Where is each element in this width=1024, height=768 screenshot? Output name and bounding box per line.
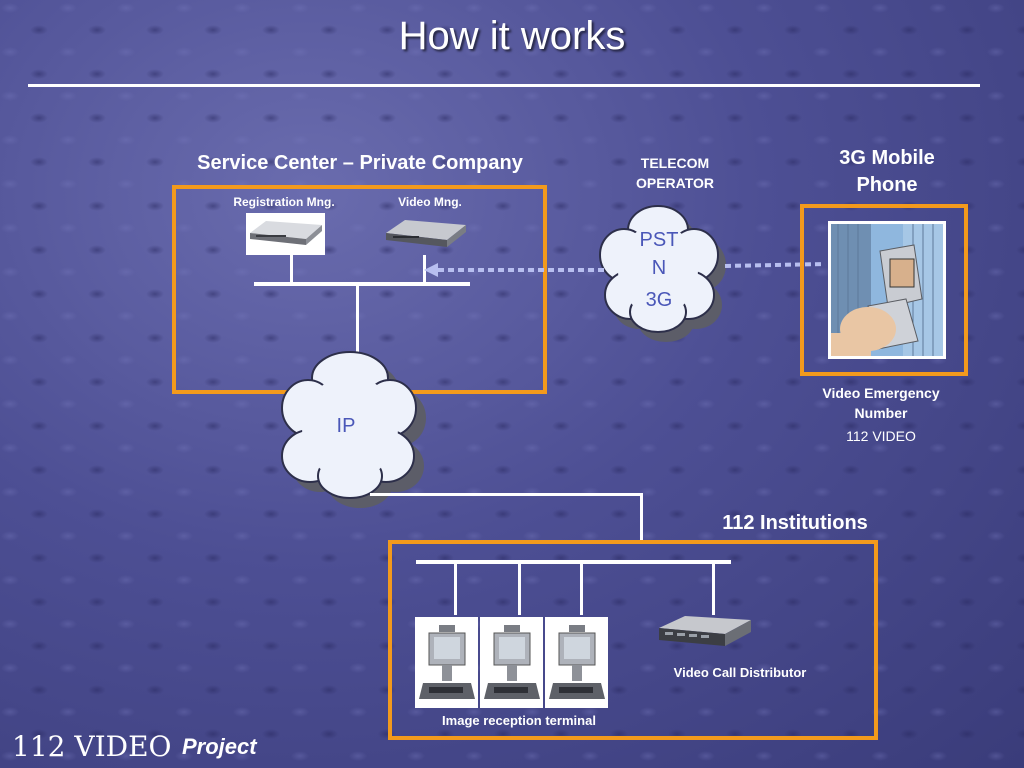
ip-cloud — [281, 351, 426, 508]
slide-title: How it works — [398, 14, 626, 58]
reception-terminal-2 — [480, 617, 543, 708]
distributor-drop-line — [712, 563, 715, 615]
pstn-cloud — [599, 205, 726, 342]
ip-to-institutions-horizontal — [370, 493, 642, 496]
pstn-label-line2: N — [651, 257, 667, 279]
video-emergency-number-label: Video Emergency Number — [822, 385, 940, 421]
institutions-heading: 112 Institutions — [722, 512, 868, 534]
video-emergency-number-value: 112 VIDEO — [846, 428, 916, 444]
mobile-phone-heading: 3G Mobile Phone — [839, 147, 935, 196]
video-server-image — [383, 213, 468, 255]
footer-project: Project — [182, 734, 257, 759]
institutions-bus — [416, 560, 731, 564]
video-call-distributor-image — [655, 610, 755, 652]
ip-to-institutions-vertical — [640, 493, 643, 543]
service-center-heading: Service Center – Private Company — [197, 152, 523, 174]
mobile-phone-box — [800, 204, 968, 376]
telecom-operator-heading: TELECOM OPERATOR — [635, 155, 715, 191]
dashed-link-phone-to-video — [424, 262, 826, 277]
footer-brand: 112 VIDEO — [12, 730, 172, 763]
terminal-drop-line-1 — [454, 563, 457, 615]
reception-terminal-3 — [545, 617, 608, 708]
institutions-box — [388, 540, 878, 740]
title-divider — [28, 84, 980, 87]
video-mng-label: Video Mng. — [398, 195, 462, 209]
registration-server-image — [246, 213, 325, 255]
terminal-drop-line-2 — [518, 563, 521, 615]
pstn-label-line1: PST — [639, 229, 679, 251]
video-drop-line — [423, 255, 426, 283]
image-reception-terminal-label: Image reception terminal — [442, 713, 596, 728]
video-call-distributor-label: Video Call Distributor — [673, 665, 807, 680]
service-center-bus — [254, 282, 470, 286]
pstn-label-3g: 3G — [645, 289, 673, 311]
terminal-drop-line-3 — [580, 563, 583, 615]
service-to-ip-line — [356, 285, 359, 365]
mobile-phone-photo — [828, 221, 946, 359]
registration-mng-label: Registration Mng. — [233, 195, 335, 209]
ip-cloud-label: IP — [336, 415, 356, 437]
registration-drop-line — [290, 255, 293, 283]
reception-terminal-1 — [415, 617, 478, 708]
